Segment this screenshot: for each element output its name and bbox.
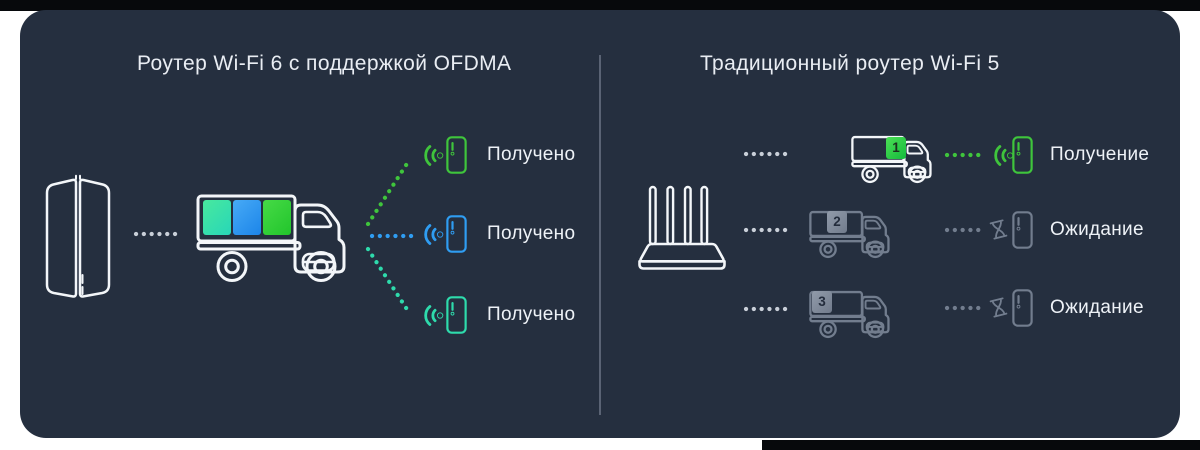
mesh-router-icon — [45, 174, 111, 298]
truck-number-block: 2 — [827, 211, 847, 233]
dotted-line-fan-green — [365, 156, 413, 227]
wifi-icon — [424, 145, 444, 166]
wifi-icon — [424, 224, 444, 245]
section-divider — [599, 55, 601, 415]
wifi-icon — [994, 145, 1014, 166]
top-black-bar — [0, 0, 1200, 11]
row-status-label: Получено — [487, 223, 576, 244]
row-status-label: Ожидание — [1050, 297, 1144, 318]
phone-icon — [1012, 136, 1033, 174]
wifi6-truck-icon — [196, 194, 346, 282]
wifi-icon — [424, 305, 444, 326]
row-status-label: Получение — [1050, 144, 1150, 165]
phone-icon — [1012, 211, 1033, 249]
row-status-label: Получено — [487, 304, 576, 325]
truck-number-block: 1 — [886, 137, 906, 159]
phone-icon — [446, 136, 467, 174]
bottom-black-bar — [762, 440, 1200, 450]
truck-icon — [851, 135, 932, 184]
wifi5-router-icon — [638, 185, 726, 270]
truck-icon — [809, 210, 890, 259]
phone-icon — [446, 215, 467, 253]
phone-icon — [1012, 289, 1033, 327]
truck-number-block: 3 — [812, 291, 832, 313]
truck-cargo-block-blue — [233, 200, 261, 235]
dotted-line-fan-teal — [365, 246, 413, 317]
truck-cargo-block-green — [263, 200, 291, 235]
truck-cargo-block-teal — [203, 200, 231, 235]
phone-icon — [446, 296, 467, 334]
row-status-label: Получено — [487, 144, 576, 165]
hourglass-icon — [989, 297, 1008, 318]
right-section-title: Традиционный роутер Wi-Fi 5 — [700, 52, 1000, 75]
truck-icon — [809, 290, 890, 339]
row-status-label: Ожидание — [1050, 219, 1144, 240]
left-section-title: Роутер Wi-Fi 6 с поддержкой OFDMA — [137, 52, 512, 75]
hourglass-icon — [989, 219, 1008, 240]
